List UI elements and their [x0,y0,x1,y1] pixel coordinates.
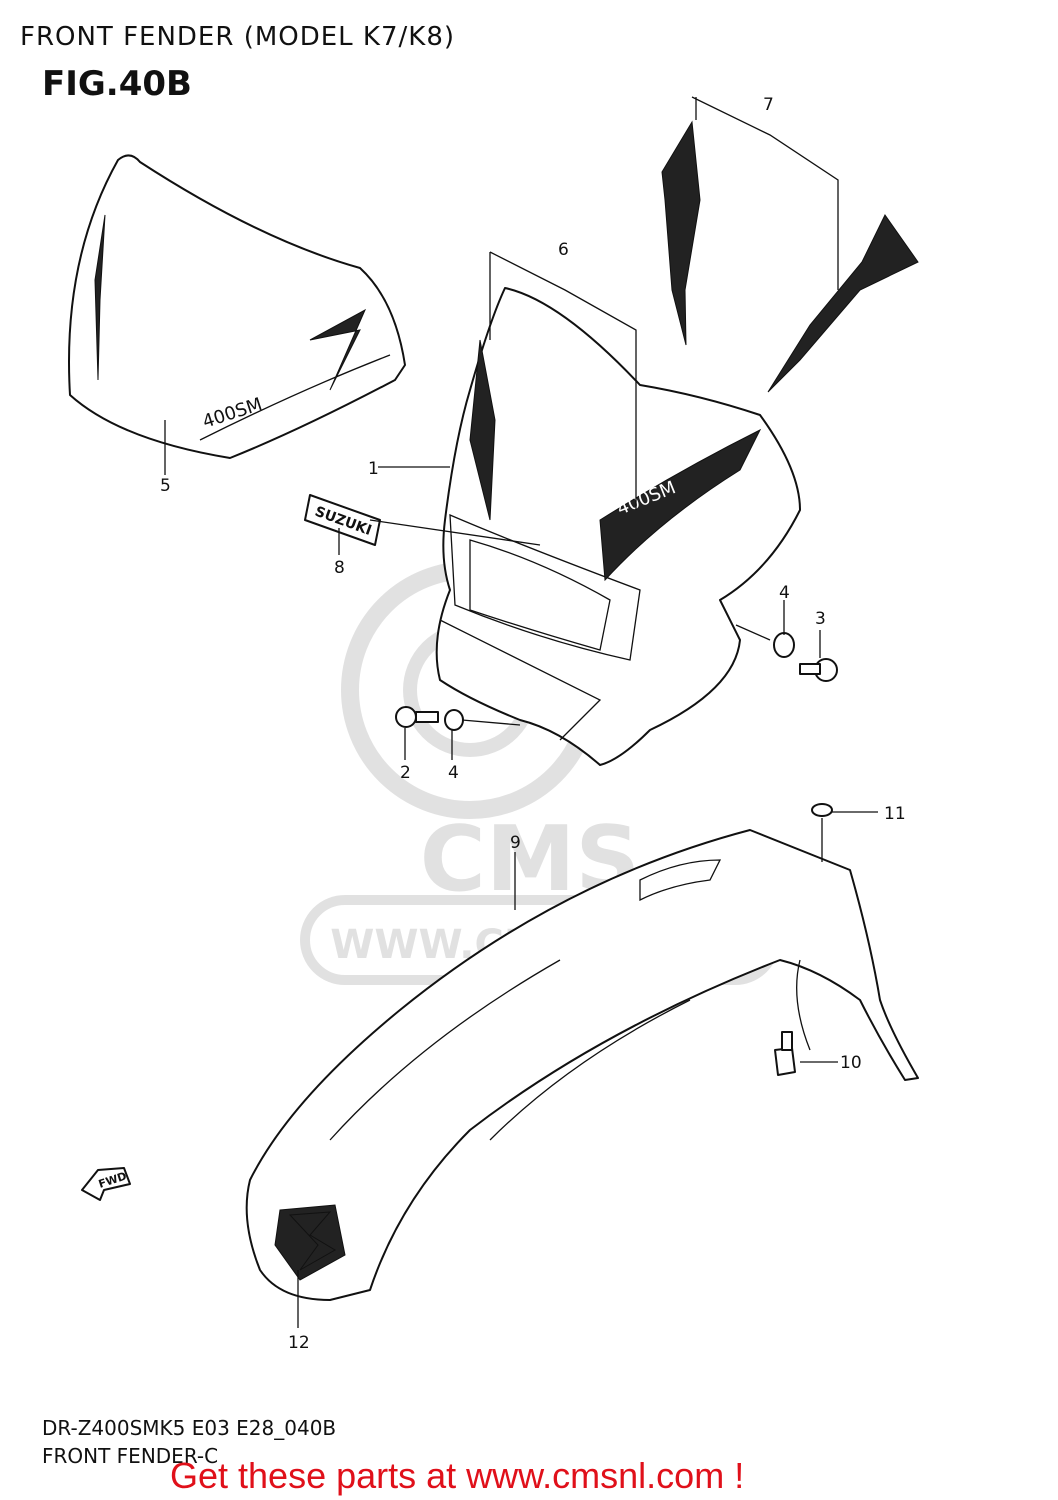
shop-link[interactable]: Get these parts at www.cmsnl.com ! [170,1455,745,1496]
part-5-number-plate[interactable]: 400SM [68,154,406,459]
part-8-suzuki-emblem[interactable]: SUZUKI [304,494,381,546]
fastener-2-screw[interactable] [395,706,439,728]
callout-1: 1 [368,459,379,479]
fwd-direction-arrow: FWD [81,1167,131,1201]
fastener-4-grommet-left[interactable] [444,709,464,731]
part-12-fender-emblem[interactable] [274,1204,346,1281]
fastener-4-grommet-right[interactable] [773,632,795,658]
callout-numbers: 1 2 3 4 4 5 6 7 8 9 10 11 12 [160,95,906,1353]
fastener-11-nut[interactable] [811,803,833,817]
callout-3: 3 [815,609,826,629]
callout-6: 6 [558,240,569,260]
section-name: FRONT FENDER-C [42,1444,219,1468]
part-7-side-decals[interactable] [661,120,919,393]
model-code: DR-Z400SMK5 E03 E28_040B [42,1416,337,1440]
callout-4-left: 4 [448,763,459,783]
callout-2: 2 [400,763,411,783]
callout-9: 9 [510,833,521,853]
callout-4-right: 4 [779,583,790,603]
page-title: FRONT FENDER (MODEL K7/K8) [20,22,456,52]
part-9-front-fender[interactable] [245,829,919,1301]
callout-12: 12 [288,1333,310,1353]
fastener-10-bolt[interactable] [774,1031,796,1076]
callout-10: 10 [840,1053,862,1073]
figure-number: FIG.40B [42,64,192,104]
part-1-headlight-cover[interactable]: 400SM [435,287,801,766]
fastener-3-bolt[interactable] [799,658,838,682]
callout-7: 7 [763,95,774,115]
callout-11: 11 [884,804,906,824]
callout-8: 8 [334,558,345,578]
callout-5: 5 [160,476,171,496]
leader-lines [164,96,878,1328]
